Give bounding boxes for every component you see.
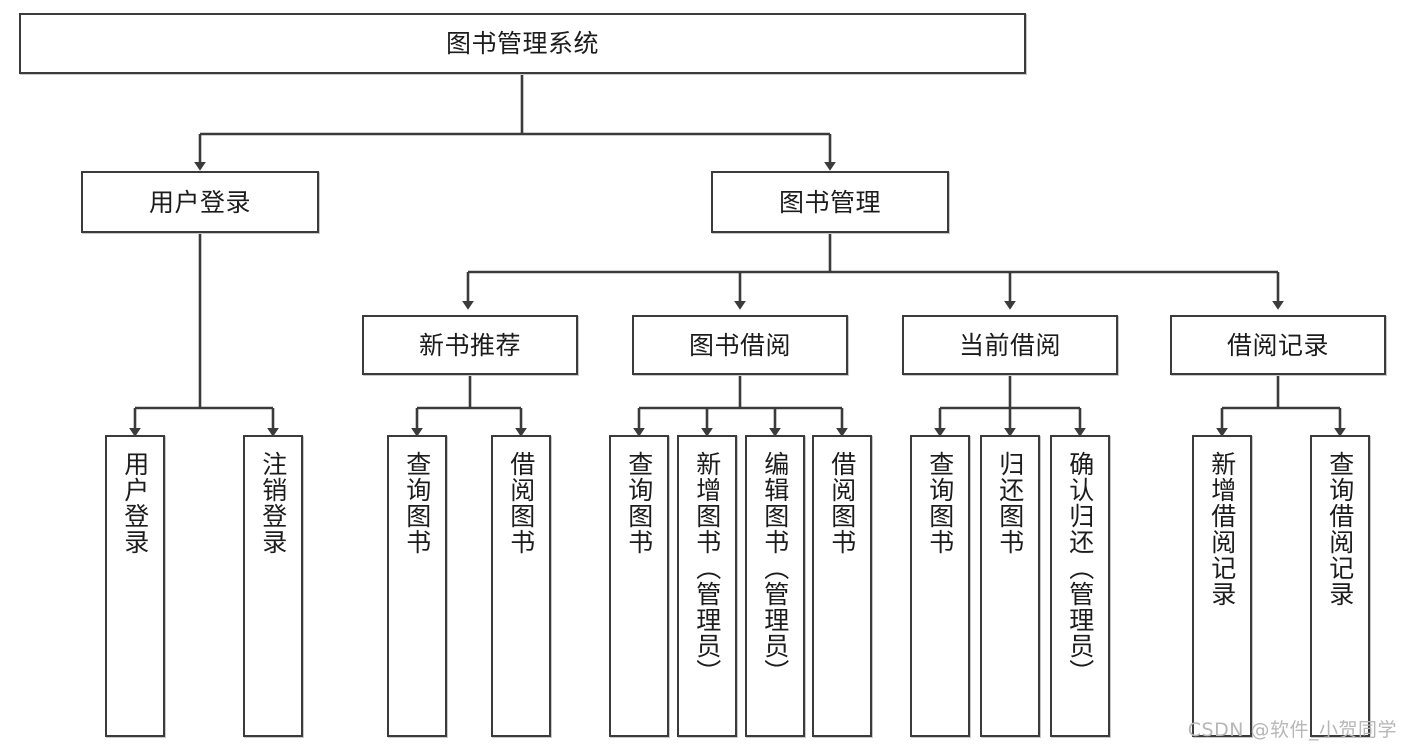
node-leaf-borrow-book-1-label: 借阅图书 xyxy=(506,451,536,555)
node-leaf-query-record[interactable]: 查询借阅记录 xyxy=(1310,435,1370,737)
node-new-book-recommend[interactable]: 新书推荐 xyxy=(362,315,578,375)
node-leaf-confirm-return-label: 确认归还（管理员） xyxy=(1065,451,1095,685)
node-leaf-query-record-label: 查询借阅记录 xyxy=(1325,451,1355,607)
node-leaf-query-book-2[interactable]: 查询图书 xyxy=(609,435,669,737)
node-leaf-borrow-book-2-label: 借阅图书 xyxy=(827,451,857,555)
node-current-borrow-label: 当前借阅 xyxy=(958,330,1061,360)
node-new-book-recommend-label: 新书推荐 xyxy=(418,330,521,360)
node-leaf-add-record[interactable]: 新增借阅记录 xyxy=(1192,435,1252,737)
node-borrow-record-label: 借阅记录 xyxy=(1226,330,1329,360)
node-leaf-return-book[interactable]: 归还图书 xyxy=(980,435,1040,737)
node-leaf-logout-login-label: 注销登录 xyxy=(258,451,288,555)
node-current-borrow[interactable]: 当前借阅 xyxy=(902,315,1118,375)
node-borrow-record[interactable]: 借阅记录 xyxy=(1170,315,1386,375)
node-leaf-add-book-label: 新增图书（管理员） xyxy=(692,451,722,685)
node-leaf-query-book-1-label: 查询图书 xyxy=(402,451,432,555)
node-leaf-confirm-return[interactable]: 确认归还（管理员） xyxy=(1050,435,1110,737)
node-leaf-add-record-label: 新增借阅记录 xyxy=(1207,451,1237,607)
node-book-management-label: 图书管理 xyxy=(778,187,881,217)
node-leaf-add-book[interactable]: 新增图书（管理员） xyxy=(677,435,737,737)
node-leaf-query-book-2-label: 查询图书 xyxy=(624,451,654,555)
node-root[interactable]: 图书管理系统 xyxy=(19,13,1026,74)
node-leaf-return-book-label: 归还图书 xyxy=(995,451,1025,555)
node-leaf-logout-login[interactable]: 注销登录 xyxy=(243,435,303,737)
node-leaf-borrow-book-2[interactable]: 借阅图书 xyxy=(812,435,872,737)
watermark-text: CSDN @软件_小贺同学 xyxy=(1187,719,1397,741)
node-leaf-query-book-3-label: 查询图书 xyxy=(925,451,955,555)
node-leaf-borrow-book-1[interactable]: 借阅图书 xyxy=(491,435,551,737)
node-book-borrow-label: 图书借阅 xyxy=(688,330,791,360)
node-leaf-user-login[interactable]: 用户登录 xyxy=(105,435,165,737)
node-user-login[interactable]: 用户登录 xyxy=(81,171,319,233)
node-leaf-query-book-1[interactable]: 查询图书 xyxy=(387,435,447,737)
node-leaf-edit-book[interactable]: 编辑图书（管理员） xyxy=(745,435,805,737)
node-leaf-query-book-3[interactable]: 查询图书 xyxy=(910,435,970,737)
node-root-label: 图书管理系统 xyxy=(445,29,599,58)
node-book-management[interactable]: 图书管理 xyxy=(711,171,949,233)
node-user-login-label: 用户登录 xyxy=(148,187,251,217)
node-leaf-edit-book-label: 编辑图书（管理员） xyxy=(760,451,790,685)
node-leaf-user-login-label: 用户登录 xyxy=(120,451,150,555)
node-book-borrow[interactable]: 图书借阅 xyxy=(632,315,848,375)
